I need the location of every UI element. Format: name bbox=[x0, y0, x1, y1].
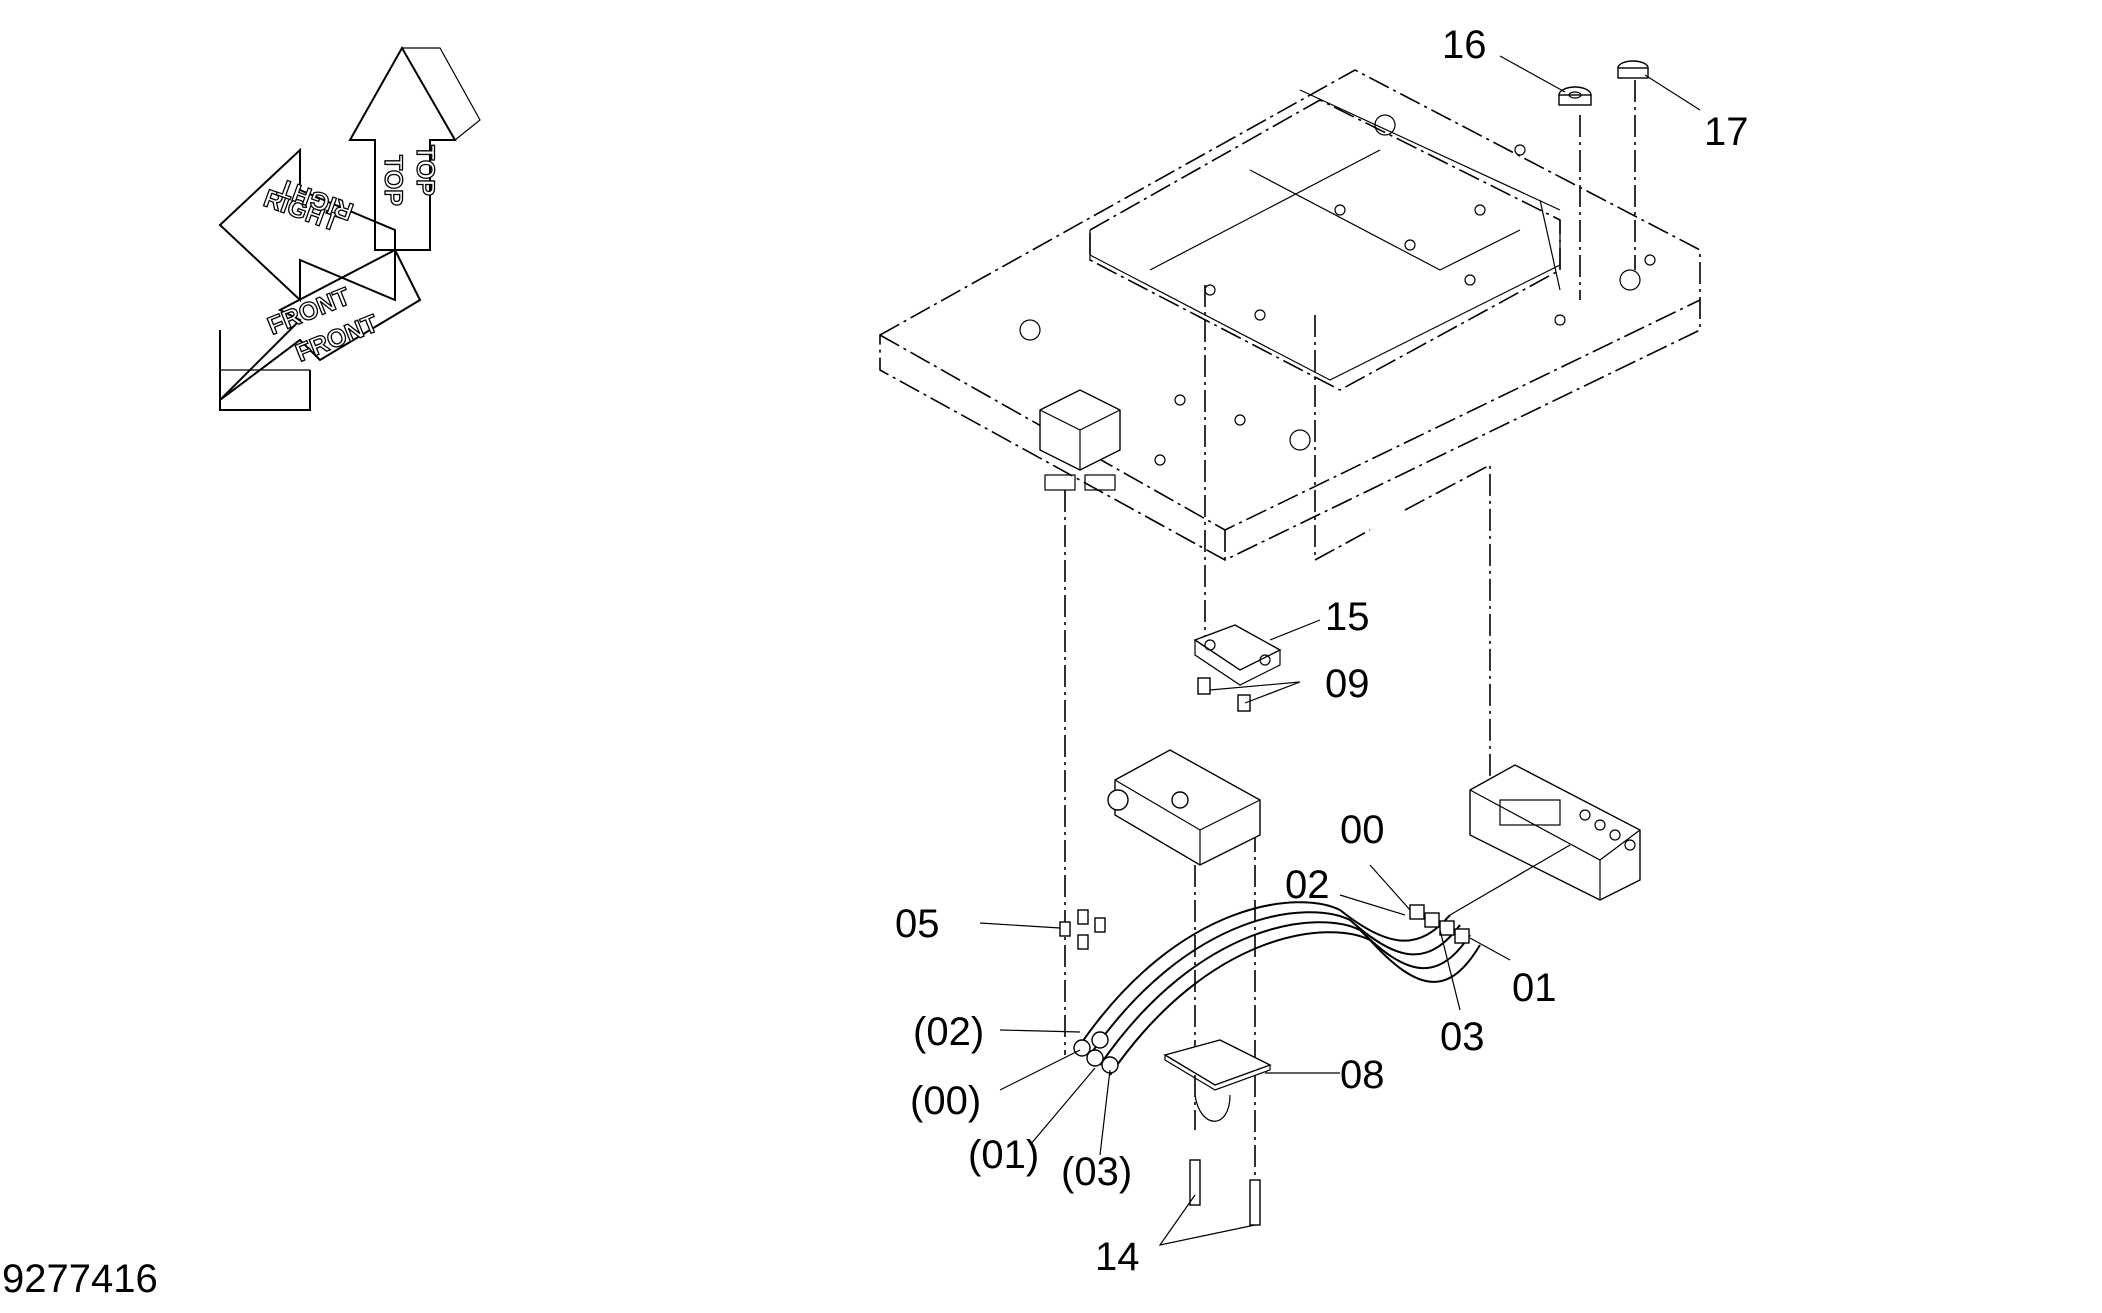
bracket-08 bbox=[1163, 1039, 1272, 1122]
valve-block bbox=[1107, 749, 1261, 866]
callout-05: 05 bbox=[895, 902, 940, 946]
hose-bundle bbox=[1073, 844, 1571, 1076]
cap-17 bbox=[1617, 60, 1649, 79]
manifold-block bbox=[1469, 764, 1641, 901]
phantom-lines bbox=[1064, 80, 1636, 1220]
callout-01: 01 bbox=[1512, 966, 1557, 1010]
drawing-number: 9277416 bbox=[2, 1257, 158, 1301]
top-label-1: TOP bbox=[379, 155, 407, 206]
callout-03: 03 bbox=[1440, 1015, 1485, 1059]
grommet-16 bbox=[1558, 86, 1592, 106]
callout-p02: (02) bbox=[913, 1010, 984, 1054]
callout-14: 14 bbox=[1095, 1235, 1140, 1279]
callout-15: 15 bbox=[1325, 595, 1370, 639]
callout-08: 08 bbox=[1340, 1053, 1385, 1097]
callout-02: 02 bbox=[1285, 863, 1330, 907]
fittings-05 bbox=[1059, 909, 1106, 950]
parts bbox=[1059, 60, 1649, 1226]
bolts-14 bbox=[1189, 1159, 1261, 1226]
orientation-cube: TOP TOP RIGHT RIGHT FRONT FRONT bbox=[218, 45, 481, 411]
callout-09: 09 bbox=[1325, 662, 1370, 706]
callout-00: 00 bbox=[1340, 808, 1385, 852]
callout-17: 17 bbox=[1704, 110, 1749, 154]
callout-labels: 16 17 15 09 00 02 01 03 05 (02) (00) (01… bbox=[895, 23, 1749, 1279]
bracket-15 bbox=[1193, 624, 1282, 686]
callout-p00: (00) bbox=[910, 1079, 981, 1123]
callout-16: 16 bbox=[1442, 23, 1487, 67]
callout-p01: (01) bbox=[968, 1133, 1039, 1177]
leader-lines bbox=[979, 55, 1701, 1246]
floor-plate bbox=[879, 69, 1701, 561]
callout-p03: (03) bbox=[1061, 1150, 1132, 1194]
top-label-2: TOP bbox=[411, 145, 439, 196]
bolts-09 bbox=[1197, 677, 1251, 712]
